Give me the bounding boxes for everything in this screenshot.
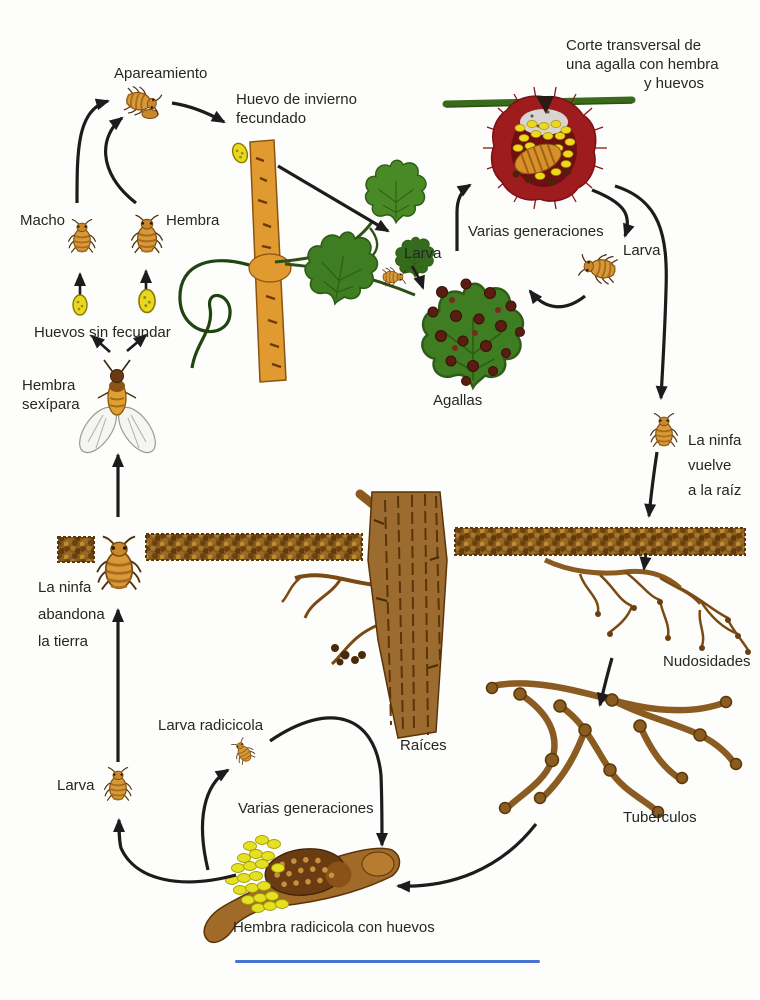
gall-cross-section-illustration [442, 86, 636, 210]
label-tuberculos: Tubérculos [623, 809, 697, 826]
label-ninfa-abandona-tierra: La ninfa abandona la tierra [38, 579, 105, 650]
soil-larva-illustration [103, 766, 133, 802]
label-apareamiento: Apareamiento [114, 65, 208, 82]
label-ninfa-vuelve-raiz: La ninfa vuelve a la raíz [688, 432, 742, 499]
label-varias-generaciones-inferior: Varias generaciones [238, 800, 374, 817]
label-hembra-sexipara: Hembra sexípara [22, 377, 80, 413]
sexupara-female-illustration [79, 359, 156, 454]
label-hembra: Hembra [166, 212, 220, 229]
label-larva-suelo: Larva [57, 777, 95, 794]
label-larva-hoja-izquierda: Larva [404, 245, 442, 262]
unfertilized-egg-right-illustration [138, 288, 156, 314]
label-hembra-radicicola-con-huevos: Hembra radicicola con huevos [233, 919, 435, 936]
radicicolous-female-with-eggs-illustration [203, 835, 401, 944]
male-insect-illustration [67, 218, 97, 254]
mating-insects-illustration [122, 84, 164, 120]
label-huevo-invierno: Huevo de invierno fecundado [236, 91, 357, 127]
flow-arrows [74, 98, 668, 893]
label-nudosidades: Nudosidades [663, 653, 751, 670]
label-varias-generaciones-superior: Varias generaciones [468, 223, 604, 240]
label-larva-hoja-derecha: Larva [623, 242, 661, 259]
label-macho: Macho [20, 212, 66, 229]
gall-leaf-illustration [421, 278, 525, 389]
radicicolous-larva-illustration [228, 735, 258, 767]
label-larva-radicicola: Larva radicicola [158, 717, 264, 734]
winter-egg-illustration [229, 140, 251, 166]
label-corte-transversal: Corte transversal de una agalla con hemb… [566, 37, 719, 92]
label-agallas: Agallas [433, 392, 483, 409]
nodosity-roots-illustration [543, 557, 751, 655]
migrating-larva-illustration [576, 249, 620, 287]
label-raices: Raíces [400, 737, 447, 754]
vine-leaves-illustration [299, 159, 435, 311]
nymph-insect-illustration [649, 412, 679, 448]
root-trunk-illustration [281, 489, 448, 739]
tuberosity-roots-illustration [485, 680, 743, 819]
soil-surface-bands [57, 527, 746, 563]
annotation-underline [235, 960, 540, 963]
female-insect-illustration [130, 214, 164, 254]
vine-tendril-illustration [178, 259, 259, 369]
unfertilized-egg-left-illustration [72, 294, 88, 316]
label-huevos-sin-fecundar: Huevos sin fecundar [34, 324, 171, 341]
